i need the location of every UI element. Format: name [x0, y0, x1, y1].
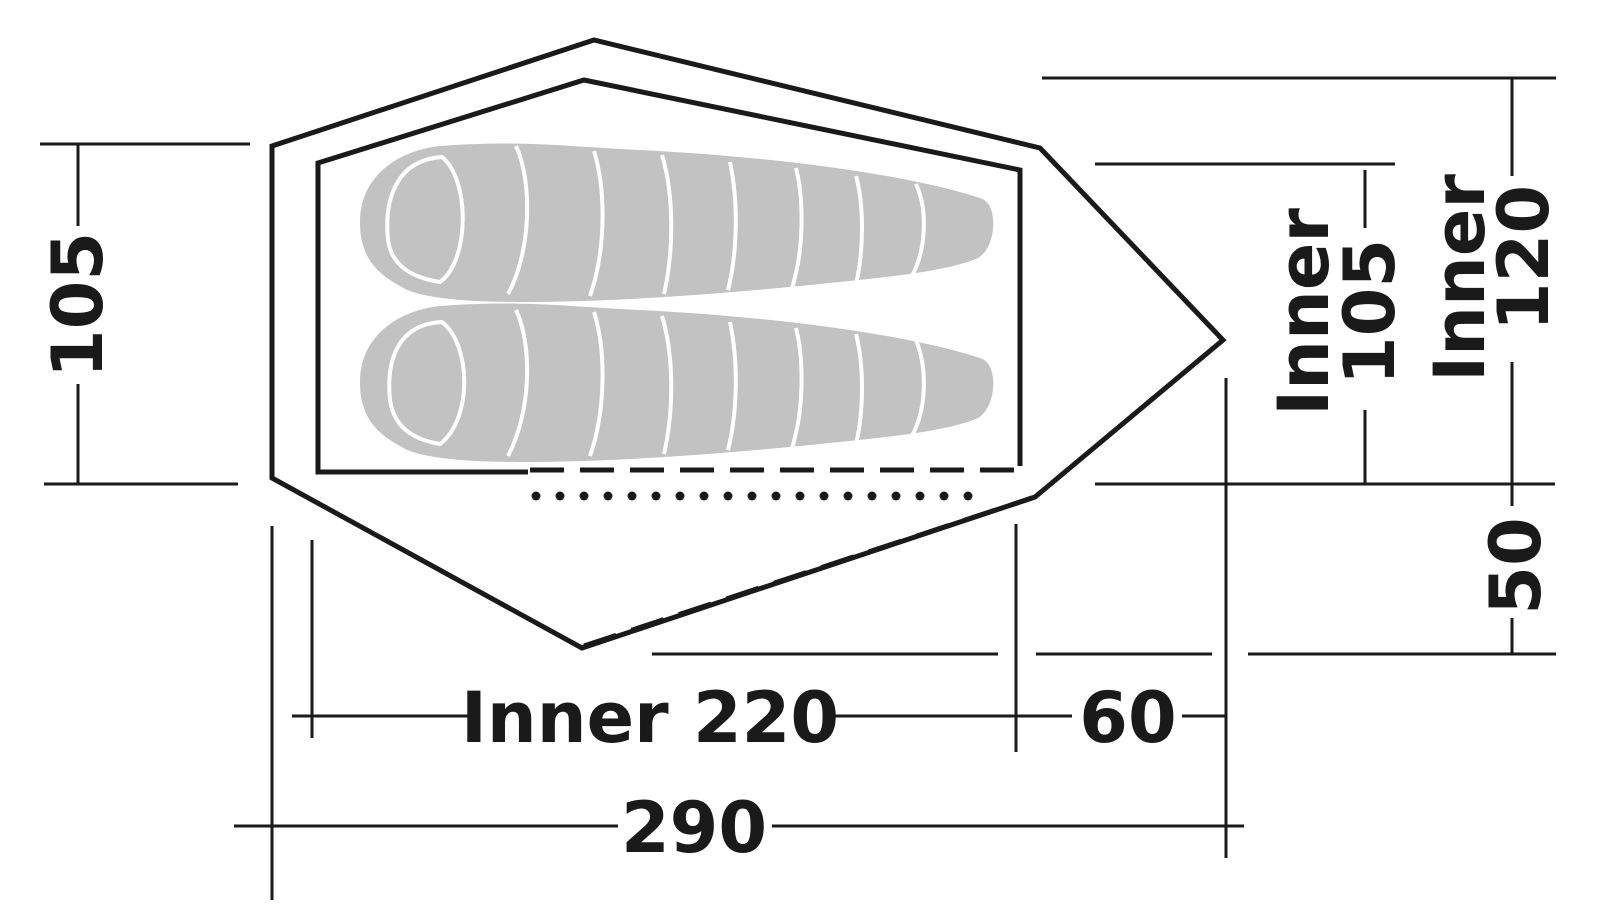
- vestibule-height-label: 50: [1475, 517, 1557, 614]
- inner-height-word: Inner: [1419, 174, 1501, 382]
- vestibule-length-label: 60: [1079, 677, 1176, 759]
- inner-width-value: 105: [1329, 239, 1411, 385]
- dimension-inner-width-lines: [1095, 162, 1555, 486]
- dimension-outer-width: [40, 142, 250, 486]
- inner-length-label: Inner 220: [461, 677, 839, 759]
- dimension-bottom-lines: [234, 378, 1244, 900]
- sleeping-bag-top: [360, 143, 994, 302]
- outer-width-label: 105: [37, 232, 119, 378]
- dotted-line: [531, 491, 973, 501]
- vestibule-door-dashed-line: [583, 495, 1033, 649]
- sleeping-bag-bottom: [360, 303, 994, 462]
- total-length-label: 290: [621, 787, 767, 869]
- inner-width-word: Inner: [1263, 208, 1345, 416]
- dimension-inner-height-lines: [1042, 76, 1556, 656]
- inner-height-value: 120: [1483, 185, 1565, 331]
- inner-door-gap: [528, 466, 1024, 476]
